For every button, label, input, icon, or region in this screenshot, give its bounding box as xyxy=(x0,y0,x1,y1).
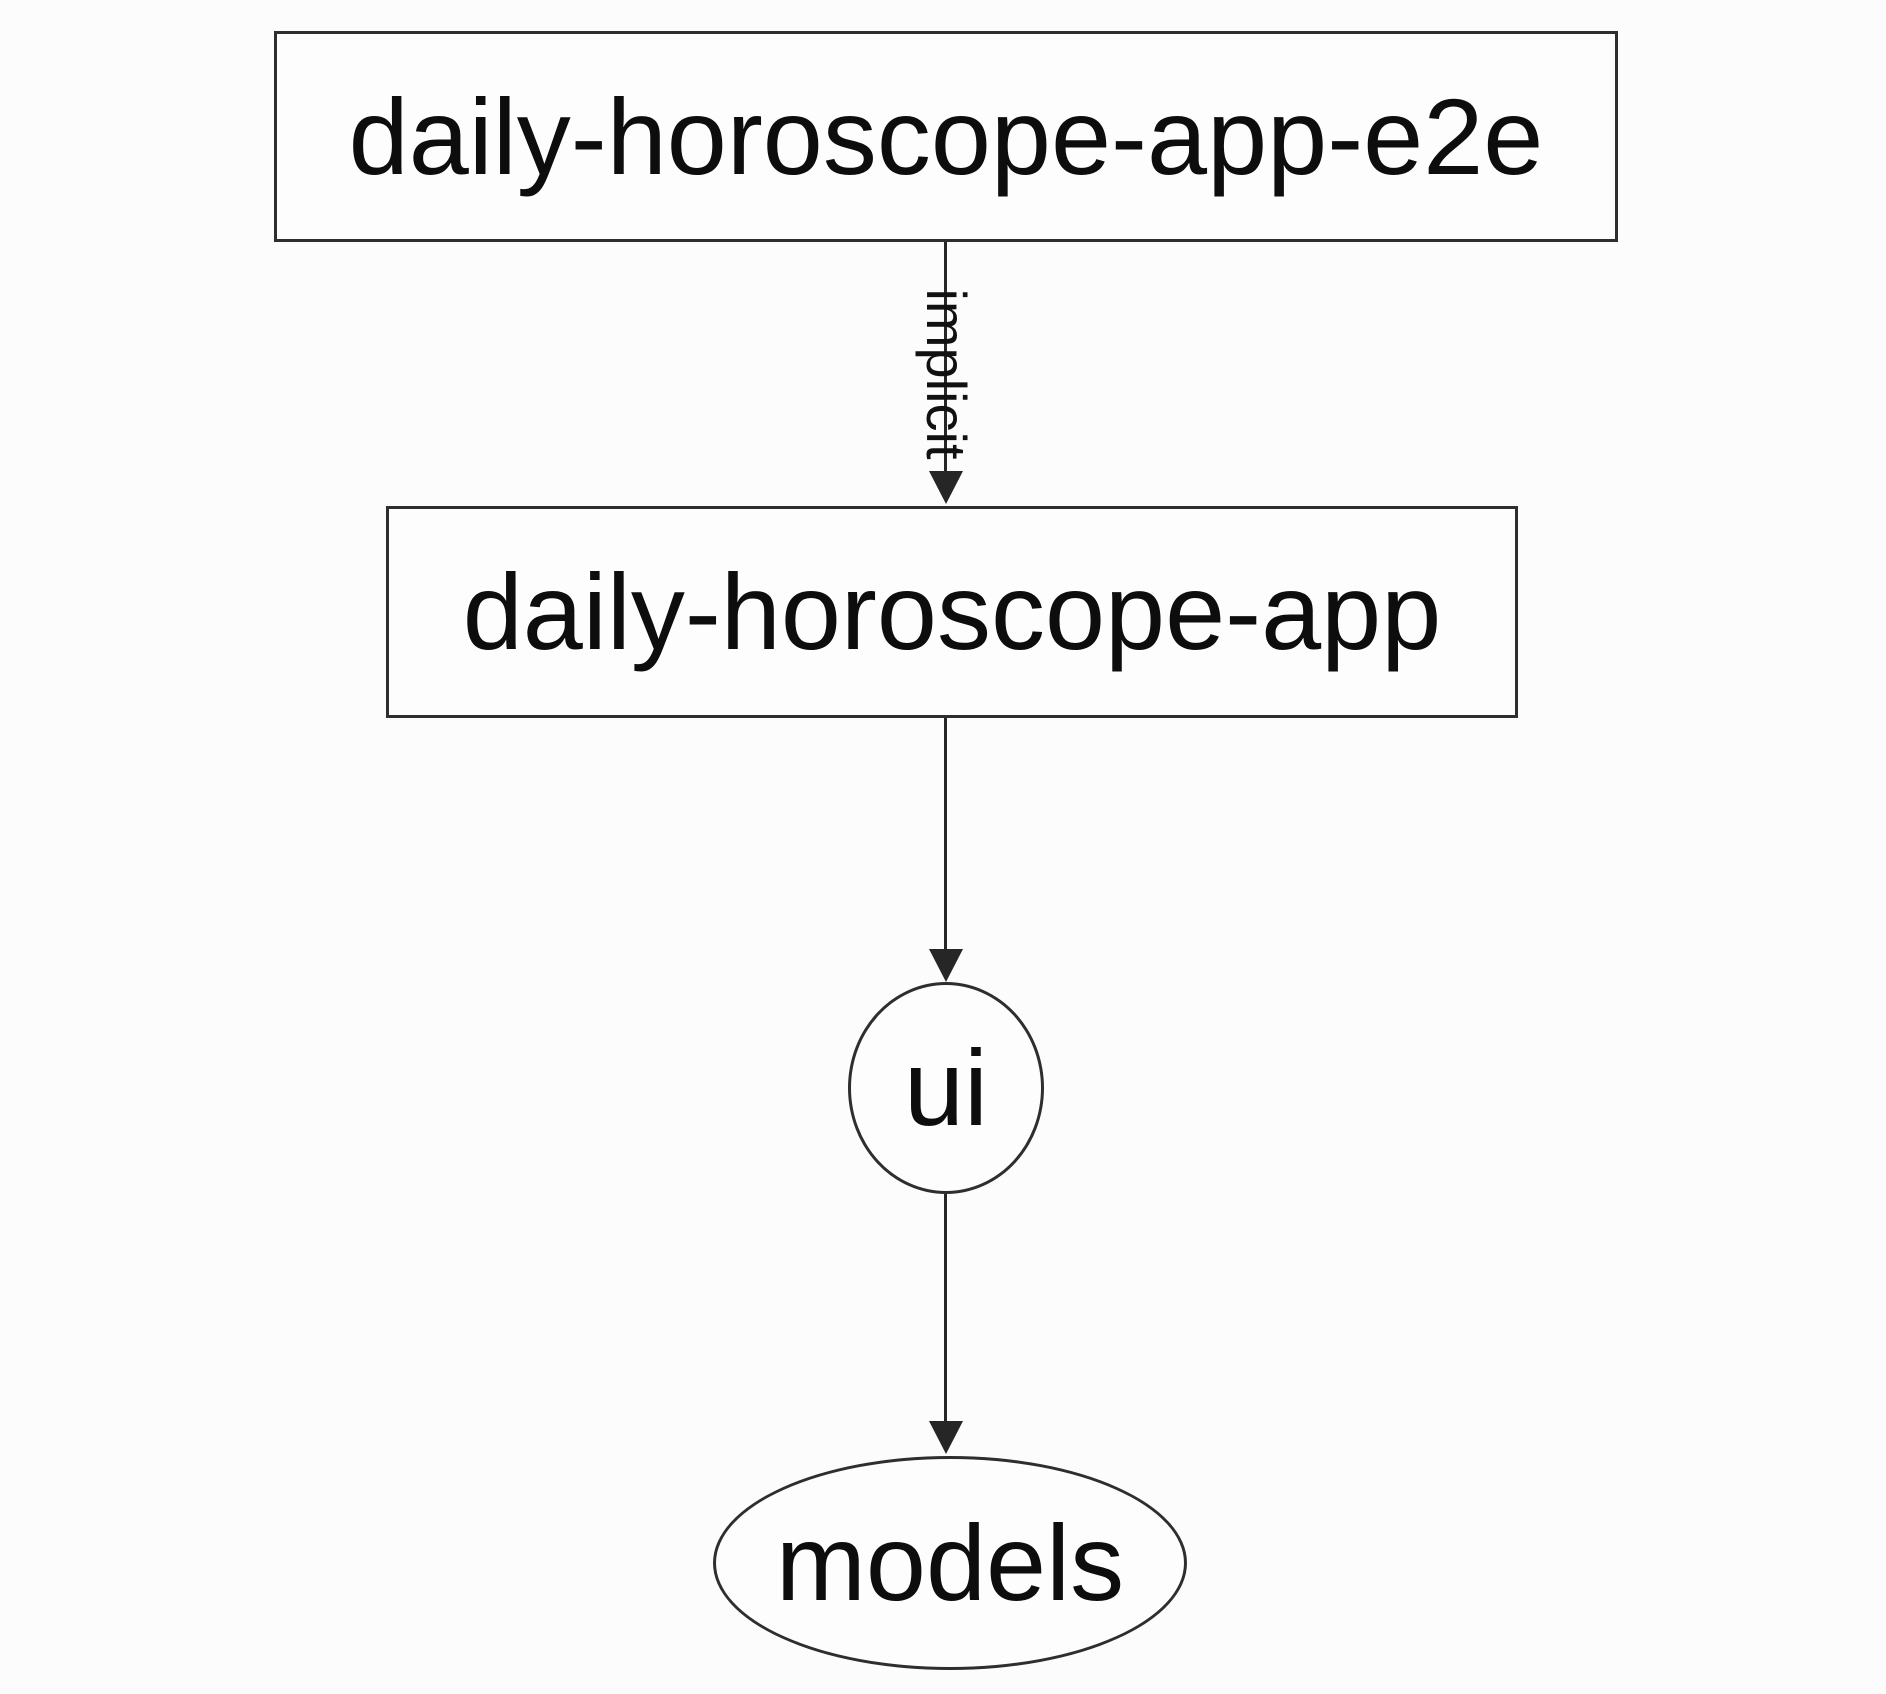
edge-ui-to-models-arrowhead-icon xyxy=(929,1421,963,1454)
edge-app-to-ui-line xyxy=(944,718,947,951)
node-models[interactable]: models xyxy=(713,1456,1187,1670)
node-daily-horoscope-app[interactable]: daily-horoscope-app xyxy=(386,506,1518,718)
node-daily-horoscope-app-label: daily-horoscope-app xyxy=(462,551,1442,672)
edge-ui-to-models-line xyxy=(944,1194,947,1423)
edge-implicit-label: implicit xyxy=(915,288,978,460)
node-models-label: models xyxy=(775,1502,1125,1623)
edge-app-to-ui-arrowhead-icon xyxy=(929,949,963,982)
node-ui[interactable]: ui xyxy=(848,982,1044,1194)
node-daily-horoscope-app-e2e[interactable]: daily-horoscope-app-e2e xyxy=(274,31,1618,242)
node-daily-horoscope-app-e2e-label: daily-horoscope-app-e2e xyxy=(348,75,1544,197)
node-ui-label: ui xyxy=(903,1027,989,1148)
edge-implicit-line xyxy=(944,242,947,473)
edge-implicit-arrowhead-icon xyxy=(929,471,963,504)
